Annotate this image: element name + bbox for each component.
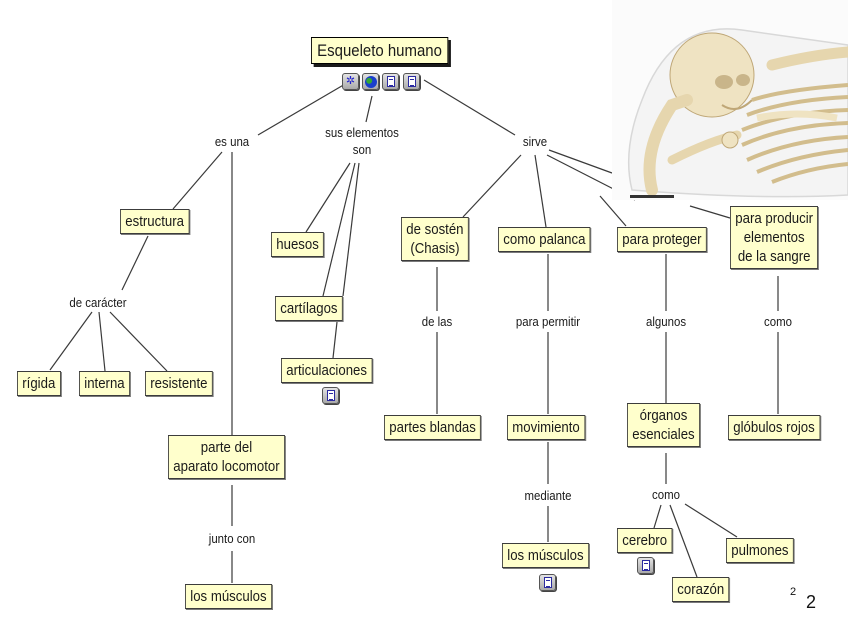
link-mediante: mediante xyxy=(524,487,572,504)
concept-para-proteger[interactable]: para proteger xyxy=(617,227,707,252)
concept-movimiento[interactable]: movimiento xyxy=(507,415,586,440)
concept-corazon[interactable]: corazón xyxy=(672,577,730,602)
concept-estructura[interactable]: estructura xyxy=(120,209,190,234)
link-para-permitir: para permitir xyxy=(515,313,581,330)
root-concept-esqueleto-humano[interactable]: Esqueleto humano xyxy=(311,37,449,64)
connector xyxy=(109,311,168,372)
link-como: como xyxy=(652,486,680,503)
document-icon[interactable] xyxy=(322,387,339,404)
concept-map-icon[interactable]: ✲ xyxy=(342,73,359,90)
concept-para-producir[interactable]: para producir elementos de la sangre xyxy=(730,206,819,269)
concept-interna[interactable]: interna xyxy=(79,371,130,396)
link-es-una: es una xyxy=(214,133,250,150)
connector xyxy=(49,311,93,371)
concept-globulos-rojos[interactable]: glóbulos rojos xyxy=(728,415,821,440)
concept-parte-aparato-locomotor[interactable]: parte del aparato locomotor xyxy=(168,435,285,479)
connector xyxy=(322,162,356,297)
connector xyxy=(462,154,522,218)
connector xyxy=(653,504,662,529)
connector xyxy=(423,79,516,136)
globe-icon[interactable] xyxy=(362,73,379,90)
document-icon[interactable] xyxy=(539,574,556,591)
document-icon[interactable] xyxy=(637,557,654,574)
link-junto-con: junto con xyxy=(208,530,256,547)
concept-los-musculos[interactable]: los músculos xyxy=(502,543,589,568)
concept-huesos[interactable]: huesos xyxy=(271,232,325,257)
connector xyxy=(172,151,223,210)
slide-number: 2 xyxy=(806,592,817,612)
connector xyxy=(332,321,338,359)
slide-number-superscript: 2 xyxy=(790,586,797,598)
concept-articulaciones[interactable]: articulaciones xyxy=(281,358,373,383)
connector xyxy=(365,95,373,123)
connector xyxy=(684,503,738,538)
document-icon[interactable] xyxy=(403,73,420,90)
link-como: como xyxy=(764,313,792,330)
connector xyxy=(305,162,351,233)
document-icon[interactable] xyxy=(382,73,399,90)
skeleton-icon xyxy=(627,28,848,198)
link-de-las: de las xyxy=(421,313,453,330)
link-sus-elementos-son: sus elementos son xyxy=(325,124,399,158)
concept-de-sosten[interactable]: de sostén (Chasis) xyxy=(401,217,469,261)
connector xyxy=(342,162,360,297)
connector xyxy=(689,205,731,219)
connector xyxy=(534,154,547,228)
skeleton-illustration xyxy=(612,0,848,200)
concept-pulmones[interactable]: pulmones xyxy=(726,538,794,563)
concept-cerebro[interactable]: cerebro xyxy=(617,528,673,553)
concept-organos-esenciales[interactable]: órganos esenciales xyxy=(627,403,700,447)
link-de-caracter: de carácter xyxy=(69,294,127,311)
link-algunos: algunos xyxy=(645,313,687,330)
concept-resistente[interactable]: resistente xyxy=(145,371,213,396)
connector xyxy=(548,149,613,174)
concept-cartilagos[interactable]: cartílagos xyxy=(275,296,343,321)
concept-los-musculos[interactable]: los músculos xyxy=(185,584,272,609)
concept-rigida[interactable]: rígida xyxy=(17,371,61,396)
connector xyxy=(98,311,106,372)
concept-como-palanca[interactable]: como palanca xyxy=(498,227,591,252)
connector xyxy=(121,235,149,291)
connector xyxy=(257,79,353,136)
link-sirve: sirve xyxy=(522,133,548,150)
connector xyxy=(669,504,698,578)
connector xyxy=(599,195,627,227)
concept-partes-blandas[interactable]: partes blandas xyxy=(384,415,482,440)
